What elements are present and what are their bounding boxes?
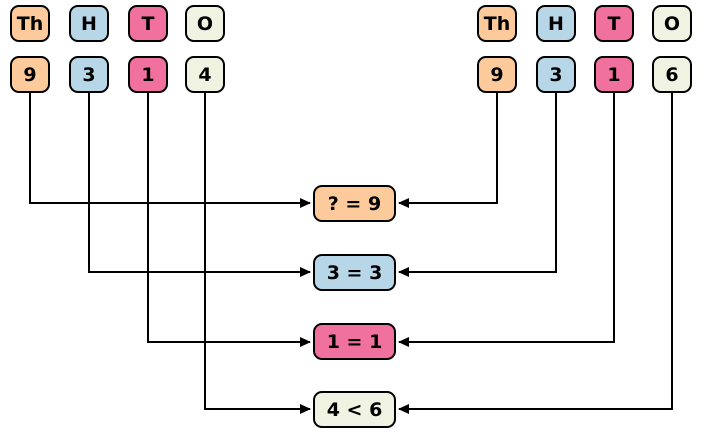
- left-digit-hundreds: 3: [69, 56, 109, 93]
- right-header-tens: T: [594, 5, 634, 42]
- left-header-tens: T: [128, 5, 168, 42]
- right-header-ones: O: [652, 5, 692, 42]
- connector-left-hundreds: [88, 93, 311, 277]
- left-digit-tens: 1: [128, 56, 168, 93]
- connector-right-ones: [398, 93, 673, 414]
- right-header-hundreds: H: [536, 5, 576, 42]
- connector-left-ones: [204, 93, 311, 414]
- left-digit-ones: 4: [185, 56, 225, 93]
- right-digit-thousands: 9: [477, 56, 517, 93]
- left-header-hundreds: H: [69, 5, 109, 42]
- connector-left-thousands: [29, 93, 311, 208]
- left-header-ones: O: [185, 5, 225, 42]
- comparison-box-thousands: ? = 9: [313, 185, 396, 222]
- comparison-box-tens: 1 = 1: [313, 323, 396, 360]
- right-digit-hundreds: 3: [536, 56, 576, 93]
- comparison-box-ones: 4 < 6: [313, 391, 396, 428]
- right-digit-ones: 6: [652, 56, 692, 93]
- connector-right-hundreds: [398, 93, 557, 277]
- right-digit-tens: 1: [594, 56, 634, 93]
- connector-right-thousands: [398, 93, 498, 208]
- left-header-thousands: Th: [10, 5, 50, 42]
- connector-right-tens: [398, 93, 615, 347]
- left-digit-thousands: 9: [10, 56, 50, 93]
- connector-left-tens: [147, 93, 311, 347]
- comparison-box-hundreds: 3 = 3: [313, 254, 396, 291]
- right-header-thousands: Th: [477, 5, 517, 42]
